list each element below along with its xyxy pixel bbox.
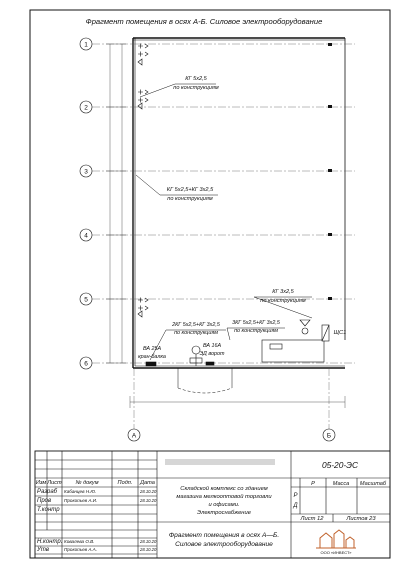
stamp-sheets-total: Листов 23 xyxy=(345,516,376,522)
panel-label: ЩС1 xyxy=(334,330,347,336)
gate-opening xyxy=(177,368,233,394)
stamp-name-checker: Прокопьев А.И. xyxy=(64,498,97,503)
axis-row-bubbles: 1 2 3 4 5 6 xyxy=(79,37,93,370)
cable-label-3-route: по конструкциям xyxy=(260,298,306,304)
cable-label-3: КГ 3х2,5 xyxy=(272,289,294,295)
stamp-date-norm-control: 28.10.20 xyxy=(139,539,157,544)
stamp-scale-head: Масштаб xyxy=(360,481,387,487)
stamp-stage-d: Д xyxy=(292,503,298,509)
stamp-date-checker: 28.10.20 xyxy=(139,498,157,503)
stamp-role-tech-control: Т.контр xyxy=(37,507,60,513)
axis-bubble-label: 2 xyxy=(84,105,88,112)
project-line-4: Электроснабжение xyxy=(197,510,252,516)
gate-drive xyxy=(145,345,215,367)
wall-fixtures xyxy=(328,43,332,300)
cable-label-4-route: по конструкциям xyxy=(174,330,218,336)
stamp-sheet-number: Лист 12 xyxy=(300,516,325,522)
switchboard-assembly xyxy=(261,319,330,363)
axis-bubble-label: 4 xyxy=(84,233,88,240)
stamp-header-sign: Подп. xyxy=(118,480,133,486)
project-line-3: и офисами. xyxy=(208,502,239,508)
sheet-title-line-2: Силовое электрооборудование xyxy=(175,540,273,548)
breaker-label-crane-load: кран-балка xyxy=(138,354,166,360)
stamp-name-norm-control: Ковалева О.В. xyxy=(64,539,95,544)
axis-bubble-label: 3 xyxy=(84,169,88,176)
cable-label-1: КГ 5х2,5 xyxy=(185,76,207,82)
project-line-1: Складской комплекс со зданием xyxy=(180,485,267,492)
cable-label-2-route: по конструкциям xyxy=(167,196,213,202)
stamp-header-date: Дата xyxy=(139,480,155,486)
breaker-label-gate: ВА 16А xyxy=(203,343,222,349)
stamp-name-approve: Прокопьев А.А. xyxy=(64,547,97,552)
sheet-title-line-1: Фрагмент помещения в осях А—Б. xyxy=(169,532,279,539)
axis-bubble-label: А xyxy=(132,433,137,440)
stamp-stage-p: Р xyxy=(293,493,297,499)
stamp-name-developer: Кабанцев Н.Ю. xyxy=(64,489,96,494)
axis-row-lines xyxy=(92,43,355,364)
sheet-frame xyxy=(29,9,391,559)
company-logo: ООО «ИНВЕСТ» xyxy=(316,529,356,555)
cable-label-2: КГ 5х2,5+КГ 3х2,5 xyxy=(167,187,214,193)
stamp-role-approve: Утв xyxy=(36,547,49,553)
stamp-header-doc: № докум xyxy=(75,480,98,486)
dimension-lines xyxy=(106,43,346,408)
axis-bubble-label: 1 xyxy=(84,42,88,49)
stamp-role-developer: Разраб xyxy=(37,489,58,495)
cable-leaders xyxy=(135,83,313,361)
title-block xyxy=(34,450,391,559)
stamp-header-izm: Изм xyxy=(36,480,47,486)
stamp-stage-head: Р xyxy=(311,481,315,487)
breaker-label-crane: ВА 25А xyxy=(143,346,162,352)
axis-bubble-label: 5 xyxy=(84,297,88,304)
cable-label-1-route: по конструкциям xyxy=(173,85,219,91)
left-wall-sockets xyxy=(137,43,149,318)
axis-col-bubbles: А Б xyxy=(127,428,336,442)
drawing-title: Фрагмент помещения в осях А-Б. Силовое э… xyxy=(86,17,323,26)
stamp-mass-head: Масса xyxy=(333,481,350,487)
axis-bubble-label: Б xyxy=(327,433,331,440)
company-name: ООО «ИНВЕСТ» xyxy=(320,550,352,555)
axis-col-lines xyxy=(133,368,330,430)
cable-label-5: 3КГ 5х2,5+КГ 3х2,5 xyxy=(232,320,281,326)
project-line-2: магазина мелкооптовой торговли xyxy=(176,493,272,500)
stamp-date-approve: 28.10.20 xyxy=(139,547,157,552)
stamp-role-norm-control: Н.контр. xyxy=(37,539,62,545)
building-walls xyxy=(132,37,346,369)
stamp-date-developer: 28.10.20 xyxy=(139,489,157,494)
redacted-text xyxy=(165,459,275,465)
stamp-role-checker: Пров xyxy=(37,498,51,504)
stamp-header-list: Лист xyxy=(46,480,62,486)
document-code: 05-20-ЭС xyxy=(322,460,359,470)
axis-bubble-label: 6 xyxy=(84,361,88,368)
cable-label-4: 2КГ 5х2,5+КГ 3х2,5 xyxy=(171,322,221,328)
breaker-label-gate-load: ЭД ворот xyxy=(199,351,225,357)
cable-label-5-route: по конструкциям xyxy=(234,328,278,334)
